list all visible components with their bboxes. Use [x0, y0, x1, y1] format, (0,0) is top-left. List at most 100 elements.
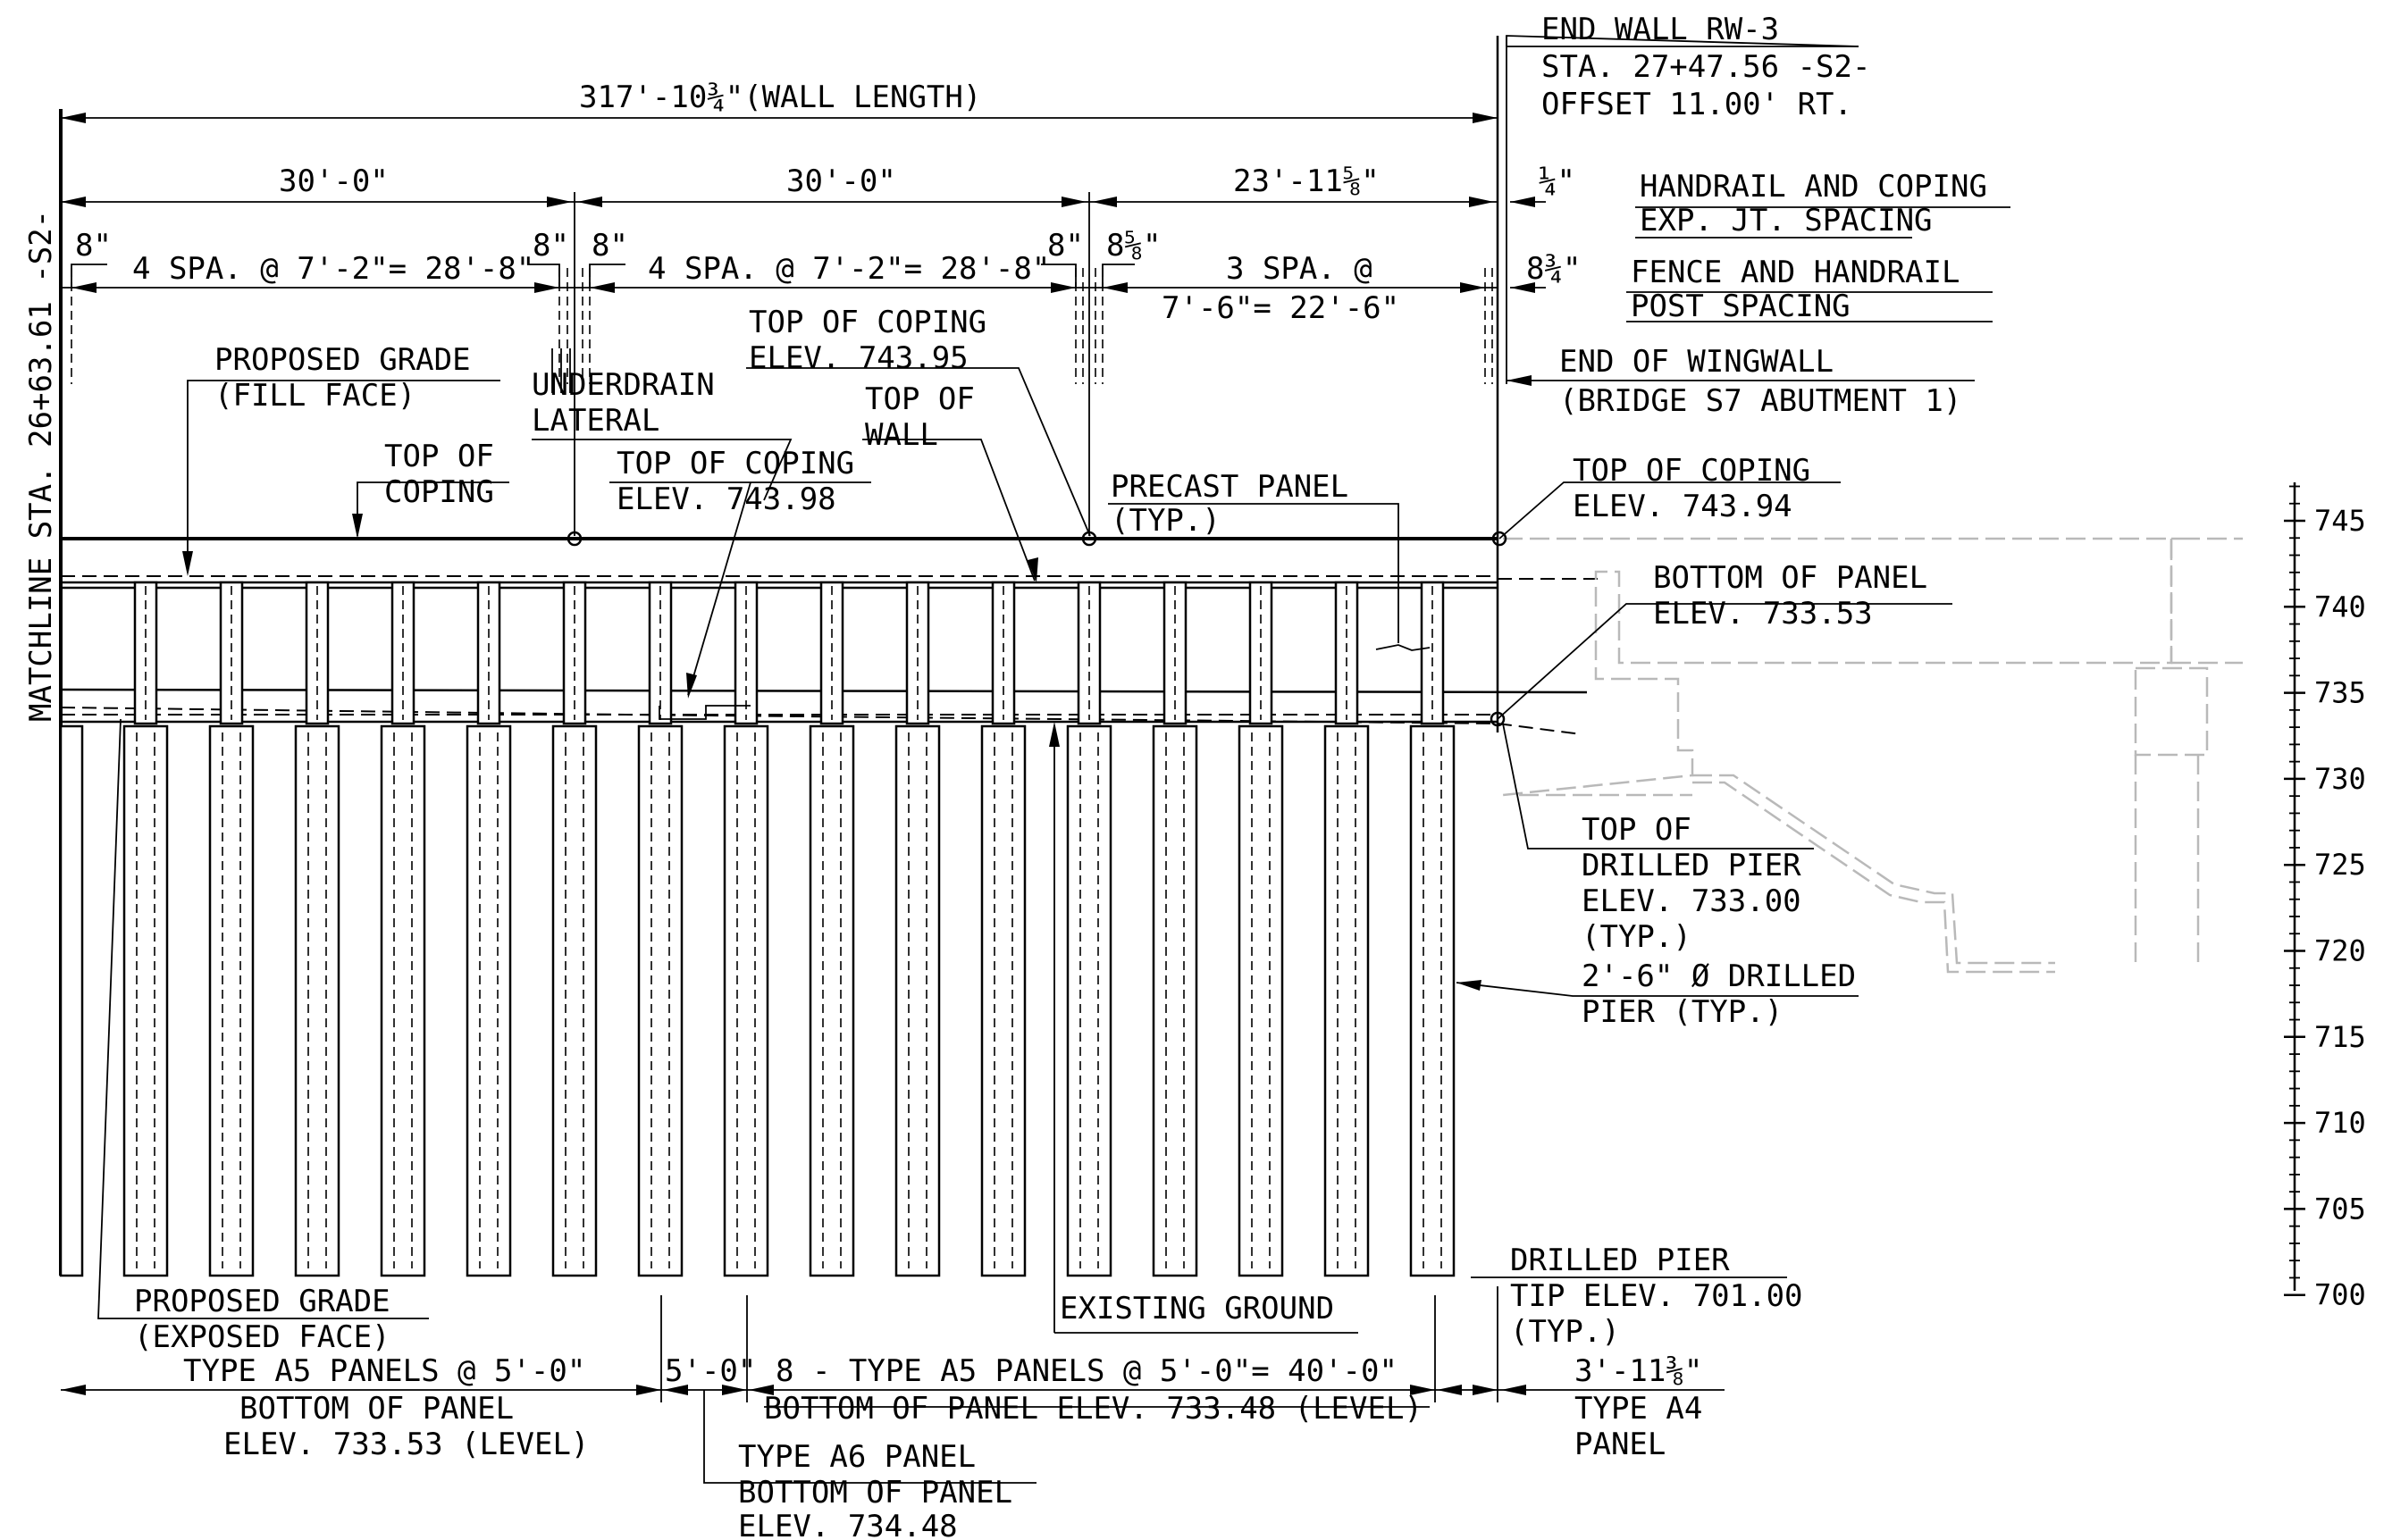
- dim-spa2: 4 SPA. @ 7'-2"= 28'-8": [648, 251, 1050, 287]
- dim-seg3: 23'-11⅝": [1233, 163, 1380, 199]
- drilled-pier: [551, 724, 598, 1277]
- leader-lines: [97, 35, 2010, 1484]
- drilled-pier: [1409, 724, 1456, 1277]
- wingwall-line2: (BRIDGE S7 ABUTMENT 1): [1559, 383, 1961, 419]
- scale-label: 745: [2314, 504, 2366, 538]
- pier-dia-line1: 2'-6" Ø DRILLED: [1582, 958, 1856, 994]
- top-drilled-pier-line4: (TYP.): [1582, 919, 1691, 955]
- fence-line1: FENCE AND HANDRAIL: [1631, 255, 1960, 290]
- type-a5-left-line2: BOTTOM OF PANEL: [239, 1391, 514, 1427]
- wall-length-label: 317'-10¾"(WALL LENGTH): [579, 80, 981, 115]
- scale-label: 710: [2314, 1106, 2366, 1140]
- scale-label: 735: [2314, 676, 2366, 710]
- existing-ground-label: EXISTING GROUND: [1060, 1291, 1334, 1327]
- scale-label: 705: [2314, 1192, 2366, 1226]
- dim-spa1: 4 SPA. @ 7'-2"= 28'-8": [132, 251, 534, 287]
- underdrain-line2: LATERAL: [532, 403, 659, 439]
- drilled-pier: [380, 724, 426, 1277]
- drilled-pier: [1066, 724, 1112, 1277]
- five-ft-label: 5'-0": [665, 1353, 756, 1389]
- top-coping-left-line2: COPING: [384, 474, 494, 510]
- dim-left-8: 8": [75, 228, 112, 264]
- type-a6-line1: TYPE A6 PANEL: [738, 1439, 976, 1475]
- dim-mid-8b: 8": [592, 228, 628, 264]
- handrail-line2: EXP. JT. SPACING: [1640, 203, 1933, 239]
- dim-spa3-line2: 7'-6"= 22'-6": [1162, 290, 1399, 326]
- dim-spa3-line1: 3 SPA. @: [1226, 251, 1372, 287]
- drilled-pier: [1238, 724, 1284, 1277]
- type-a4-line3: PANEL: [1574, 1427, 1666, 1462]
- top-coping-left-line1: TOP OF: [384, 439, 494, 474]
- scale-label: 700: [2314, 1278, 2366, 1312]
- top-of-wall-line2: WALL: [865, 417, 938, 453]
- top-drilled-pier-line2: DRILLED PIER: [1582, 848, 1801, 883]
- type-a5-right-line2: BOTTOM OF PANEL ELEV. 733.48 (LEVEL): [764, 1391, 1423, 1427]
- drilled-piers: [59, 724, 1456, 1277]
- proposed-grade-fill-line2: (FILL FACE): [214, 378, 415, 414]
- fence-line2: POST SPACING: [1631, 289, 1851, 324]
- type-a5-left-line1: TYPE A5 PANELS @ 5'-0": [183, 1353, 585, 1389]
- end-wall-line3: OFFSET 11.00' RT.: [1541, 87, 1852, 122]
- top-coping-b-line1: TOP OF COPING: [617, 446, 854, 481]
- top-coping-a-line1: TOP OF COPING: [749, 305, 986, 340]
- end-wall-line1: END WALL RW-3: [1541, 12, 1779, 47]
- underdrain-line1: UNDERDRAIN: [532, 367, 715, 403]
- bottom-panel-line2: ELEV. 733.53: [1653, 596, 1873, 632]
- scale-label: 715: [2314, 1020, 2366, 1054]
- labels: END WALL RW-3 STA. 27+47.56 -S2- OFFSET …: [23, 12, 1987, 1540]
- dim-end-834: 8¾": [1526, 251, 1581, 287]
- type-a6-line3: ELEV. 734.48: [738, 1509, 958, 1540]
- proposed-grade-fill-line1: PROPOSED GRADE: [214, 342, 471, 378]
- drilled-pier: [809, 724, 855, 1277]
- scale-label: 740: [2314, 590, 2366, 624]
- top-drilled-pier-line1: TOP OF: [1582, 812, 1691, 848]
- dim-mid-858: 8⅝": [1106, 228, 1161, 264]
- dimension-lines: [61, 113, 1725, 1402]
- dim-mid-8c: 8": [1047, 228, 1084, 264]
- dim-seg1: 30'-0": [279, 163, 389, 199]
- top-coping-c-line2: ELEV. 743.94: [1573, 489, 1792, 524]
- drilled-pier: [1323, 724, 1370, 1277]
- proposed-grade-exposed-line2: (EXPOSED FACE): [134, 1319, 390, 1355]
- top-coping-a-line2: ELEV. 743.95: [749, 340, 969, 376]
- bridge-abutment-outline: [1502, 537, 2243, 974]
- drilled-pier: [294, 724, 340, 1277]
- type-a5-left-line3: ELEV. 733.53 (LEVEL): [223, 1427, 589, 1462]
- type-a6-line2: BOTTOM OF PANEL: [738, 1475, 1012, 1511]
- drilled-pier: [208, 724, 255, 1277]
- drilled-pier: [122, 724, 169, 1277]
- drilled-pier: [980, 724, 1027, 1277]
- top-drilled-pier-line3: ELEV. 733.00: [1582, 883, 1801, 919]
- handrail-line1: HANDRAIL AND COPING: [1640, 169, 1987, 205]
- drilled-pier: [466, 724, 512, 1277]
- precast-panel-line2: (TYP.): [1111, 503, 1221, 539]
- end-wall-line2: STA. 27+47.56 -S2-: [1541, 49, 1870, 85]
- precast-panel-posts: [133, 581, 1445, 725]
- matchline-label: MATCHLINE STA. 26+63.61 -S2-: [23, 210, 59, 722]
- drilled-pier: [894, 724, 941, 1277]
- pier-tip-line3: (TYP.): [1510, 1314, 1620, 1350]
- top-coping-c-line1: TOP OF COPING: [1573, 453, 1810, 489]
- scale-label: 730: [2314, 762, 2366, 796]
- pier-tip-line1: DRILLED PIER: [1510, 1243, 1730, 1278]
- pier-tip-line2: TIP ELEV. 701.00: [1510, 1278, 1803, 1314]
- type-a4-line1: 3'-11⅜": [1574, 1353, 1702, 1389]
- drilled-pier: [637, 724, 684, 1277]
- scale-label: 720: [2314, 934, 2366, 968]
- dim-mid-8a: 8": [533, 228, 569, 264]
- precast-panel-line1: PRECAST PANEL: [1111, 469, 1348, 505]
- bottom-panel-line1: BOTTOM OF PANEL: [1653, 560, 1927, 596]
- top-of-wall-line1: TOP OF: [865, 381, 975, 417]
- dim-end-gap: ¼": [1539, 163, 1575, 199]
- wingwall-line1: END OF WINGWALL: [1559, 344, 1834, 380]
- proposed-grade-exposed-line1: PROPOSED GRADE: [134, 1284, 390, 1319]
- drilled-pier: [723, 724, 769, 1277]
- type-a4-line2: TYPE A4: [1574, 1391, 1702, 1427]
- precast-post: [1162, 581, 1188, 725]
- drilled-pier: [1152, 724, 1198, 1277]
- pier-dia-line2: PIER (TYP.): [1582, 994, 1783, 1030]
- type-a5-right-line1: 8 - TYPE A5 PANELS @ 5'-0"= 40'-0": [776, 1353, 1397, 1389]
- drilled-pier: [59, 724, 84, 1277]
